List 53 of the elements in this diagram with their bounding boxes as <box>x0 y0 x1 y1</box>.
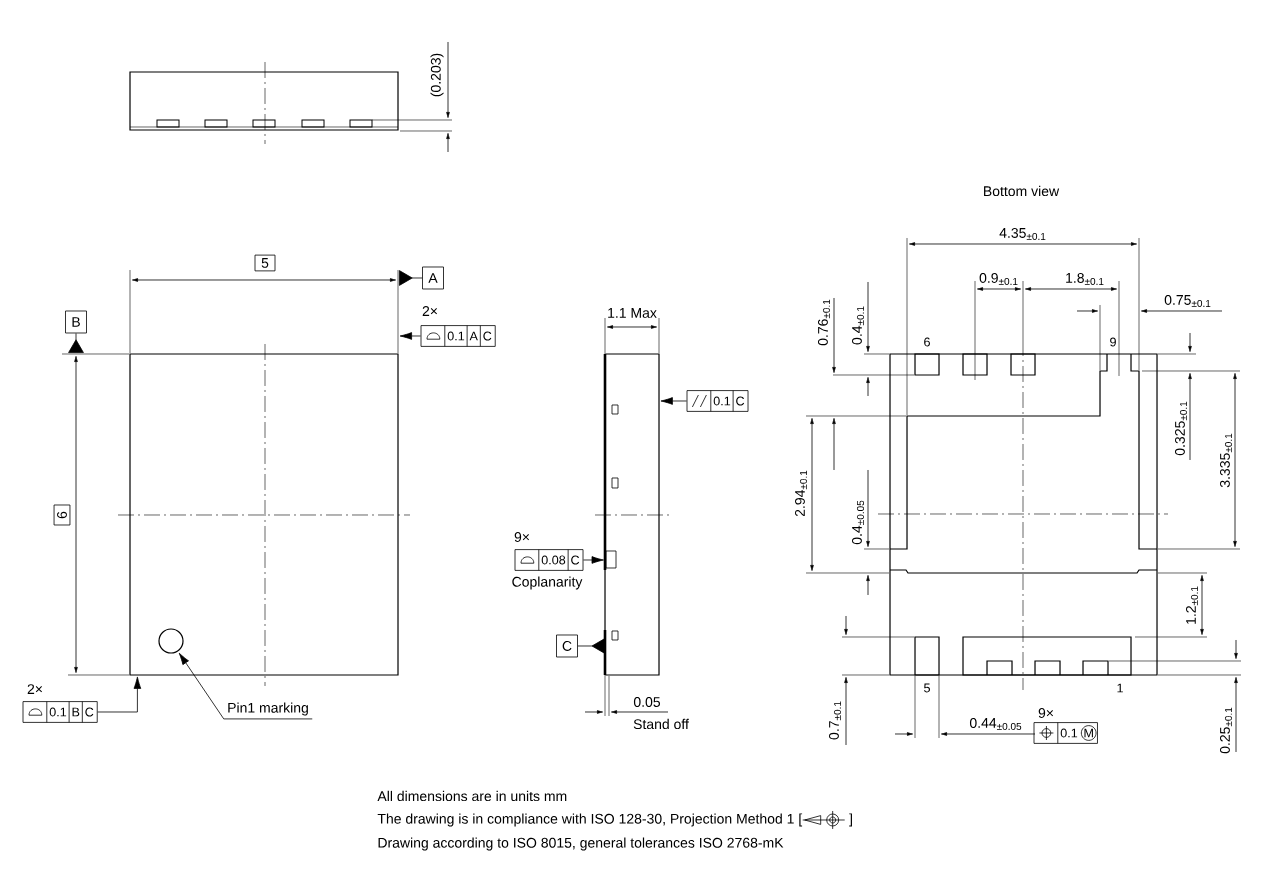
note-text: ] <box>849 813 852 827</box>
datum-box: C <box>556 634 578 658</box>
dimension-text: 4.35$_{±0.1}$ <box>999 228 1046 240</box>
pin-number: 9 <box>1110 337 1116 347</box>
package-side-outline <box>604 353 660 676</box>
dimension-text: 3.335$_{±0.1}$ <box>1220 433 1232 488</box>
frame-note: 2× <box>27 684 42 694</box>
dimension-text: 1.1 Max <box>608 308 657 318</box>
frame-note: 9× <box>1038 708 1054 718</box>
dimension-text: 0.7$_{±0.1}$ <box>829 701 841 740</box>
dimension-text: Stand off <box>633 718 689 730</box>
dimension-text: 0.75$_{±0.1}$ <box>1164 295 1211 307</box>
dimension-text: 0.76$_{±0.1}$ <box>818 299 830 346</box>
frame-note: 2× <box>422 306 437 316</box>
dimension-text: 0.325$_{±0.1}$ <box>1175 401 1187 456</box>
note-text: All dimensions are in units mm <box>377 790 567 802</box>
pin-number: 1 <box>1117 683 1123 693</box>
dimension-text: 1.8$_{±0.1}$ <box>1066 273 1104 285</box>
dimension-text: (0.203) <box>430 53 444 97</box>
datum-leader <box>577 638 606 654</box>
pin-number: 6 <box>924 337 930 347</box>
leader-line <box>660 397 687 405</box>
note-text: The drawing is in compliance with ISO 128-30, Projection Method 1 [ <box>377 813 803 827</box>
callout-text: Pin1 marking <box>228 702 308 716</box>
leader-line <box>583 556 604 564</box>
basic-dimension: 5 <box>254 254 276 272</box>
tolerance-frame: 0.1 M <box>1033 722 1098 744</box>
datum-leader <box>399 270 423 286</box>
dimension-text: 1.2$_{±0.1}$ <box>1186 586 1198 624</box>
leader-line <box>97 676 142 713</box>
leader-line <box>399 332 421 340</box>
dimension-text: 0.9$_{±0.1}$ <box>979 273 1018 285</box>
dimension-text: 0.05 <box>633 697 661 707</box>
basic-dimension: 6 <box>53 504 71 526</box>
frame-note: 9× <box>514 532 529 542</box>
frame-note: Coplanarity <box>512 576 583 590</box>
tolerance-frame: 0.1 C <box>686 390 749 412</box>
marking-circle <box>158 628 184 654</box>
note-text: Drawing according to ISO 8015, general tolerances ISO 2768-mK <box>378 837 784 851</box>
tolerance-frame: 0.08 C <box>514 549 584 571</box>
pin-number: 5 <box>924 683 930 693</box>
dimension-text: 0.44$_{±0.05}$ <box>969 718 1022 730</box>
tolerance-frame: 0.1 B C <box>22 701 98 723</box>
dimension-text: 0.4$_{±0.1}$ <box>852 306 864 345</box>
datum-leader <box>68 333 84 353</box>
dimension-text: 2.94$_{±0.1}$ <box>795 470 807 517</box>
leader-line <box>178 652 313 720</box>
datum-box: A <box>422 266 444 290</box>
dimension-text: 0.25$_{±0.1}$ <box>1220 707 1232 754</box>
datum-box: B <box>65 310 87 334</box>
tolerance-frame: 0.1 A C <box>420 325 496 347</box>
dimension-text: 0.4$_{±0.05}$ <box>852 500 864 545</box>
view-title: Bottom view <box>984 185 1060 197</box>
